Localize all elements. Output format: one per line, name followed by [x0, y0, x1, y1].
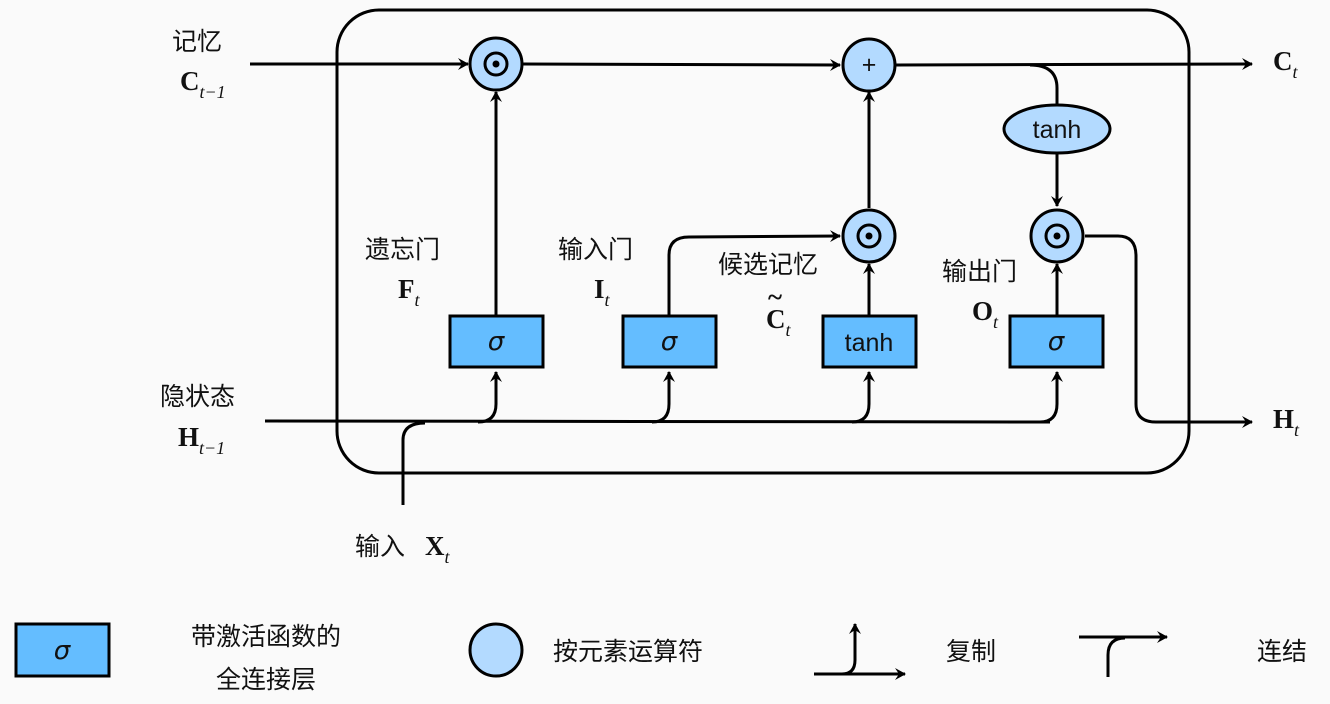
hadamard-icon	[1044, 223, 1070, 249]
output-gate-layer: σ	[1008, 314, 1105, 369]
forget-gate-symbol: Ft	[398, 274, 421, 310]
output-gate-symbol: Ot	[972, 296, 999, 332]
hidden-in-symbol: Ht−1	[178, 422, 225, 458]
memory-out-symbol: Ct	[1273, 46, 1299, 82]
candidate-label: 候选记忆	[718, 250, 818, 279]
legend-layer-line2: 全连接层	[216, 665, 316, 694]
input-to-mul-line	[667, 230, 841, 315]
hidden-in-label: 隐状态	[160, 382, 235, 411]
memory-in-symbol: Ct−1	[180, 66, 226, 102]
forget-gate-layer: σ	[448, 314, 545, 369]
hidden-branch-forget	[477, 371, 502, 424]
candidate-layer: tanh	[821, 314, 918, 369]
input-gate-layer: σ	[621, 314, 718, 369]
hadamard-icon	[483, 51, 509, 77]
cell-boundary	[335, 8, 1191, 475]
legend-copy: 复制	[814, 623, 996, 680]
hidden-out-line	[1085, 234, 1253, 428]
tanh-op: tanh	[1002, 103, 1112, 155]
svg-text:按元素运算符: 按元素运算符	[553, 637, 703, 666]
legend-layer-line1: 带激活函数的	[191, 622, 341, 651]
svg-text:tanh: tanh	[1033, 116, 1082, 144]
legend-concat: 连结	[1079, 631, 1307, 677]
svg-text:σ: σ	[1048, 327, 1066, 357]
hidden-branch-output	[1039, 371, 1063, 424]
input-gate-label: 输入门	[558, 235, 633, 264]
memory-out-line	[895, 58, 1253, 71]
mul-op-input	[841, 208, 897, 264]
hidden-branch-candidate	[851, 371, 875, 424]
input-x-symbol: Xt	[425, 531, 451, 567]
memory-mid-line	[521, 58, 841, 71]
operator-icon	[468, 622, 524, 678]
hidden-branch-input	[651, 371, 675, 424]
mul-op-output	[1029, 208, 1085, 264]
svg-text:σ: σ	[488, 327, 506, 357]
candidate-tilde: ~	[768, 282, 782, 312]
legend-layer: σ 带激活函数的 全连接层	[14, 622, 341, 694]
hadamard-icon	[856, 223, 882, 249]
legend-operator: 按元素运算符	[468, 622, 703, 678]
svg-text:σ: σ	[661, 327, 679, 357]
svg-text:复制: 复制	[946, 637, 996, 666]
legend: σ 带激活函数的 全连接层 按元素运算符 复制 连结	[14, 622, 1307, 694]
candidate-symbol: Ct	[766, 304, 792, 340]
mul-op-forget	[468, 36, 524, 92]
memory-in-label: 记忆	[172, 27, 222, 56]
add-op: +	[841, 37, 897, 93]
hidden-out-symbol: Ht	[1273, 404, 1300, 440]
input-x-label: 输入	[355, 532, 405, 561]
svg-text:tanh: tanh	[845, 329, 894, 357]
memory-branch-line	[1029, 63, 1059, 106]
plus-icon: +	[862, 51, 877, 79]
svg-text:连结: 连结	[1257, 637, 1307, 666]
forget-gate-label: 遗忘门	[365, 235, 440, 264]
input-x-line	[401, 421, 426, 505]
input-gate-symbol: It	[594, 274, 611, 310]
output-gate-label: 输出门	[942, 257, 1017, 286]
svg-text:σ: σ	[54, 636, 72, 666]
